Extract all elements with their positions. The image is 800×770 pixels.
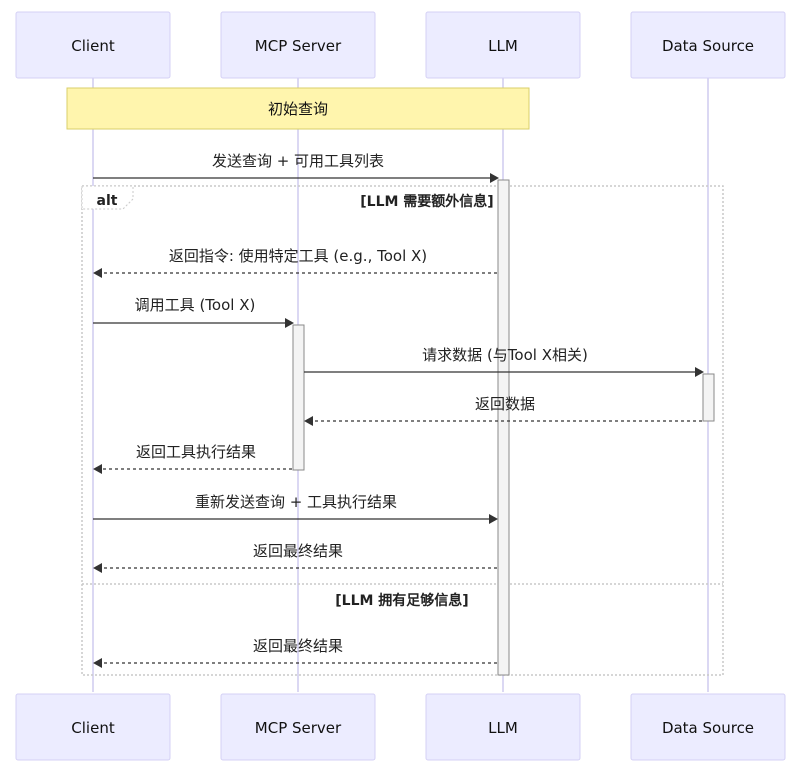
message-6-arrowhead [93,464,102,474]
message-5-label: 返回数据 [475,395,535,413]
message-8-arrowhead [93,563,102,573]
message-1: 发送查询 + 可用工具列表 [93,152,499,183]
message-1-arrowhead [490,173,499,183]
message-3-arrowhead [285,318,294,328]
message-2-arrowhead [93,268,102,278]
actor-llm-top: LLM [425,11,581,79]
actor-llm-top-label: LLM [488,37,518,55]
message-3-label: 调用工具 (Tool X) [135,296,256,314]
actor-client-top: Client [15,11,171,79]
actor-mcp-server-top: MCP Server [220,11,376,79]
message-2: 返回指令: 使用特定工具 (e.g., Tool X) [93,247,497,278]
message-9-label: 返回最终结果 [253,637,343,655]
message-7: 重新发送查询 + 工具执行结果 [93,493,498,524]
actor-client-bottom: Client [15,693,171,761]
message-4: 请求数据 (与Tool X相关) [304,346,704,377]
message-2-label: 返回指令: 使用特定工具 (e.g., Tool X) [169,247,427,265]
actor-data-source-bottom: Data Source [630,693,786,761]
alt-frame-border [81,185,724,676]
actor-mcp-server-bottom-label: MCP Server [255,719,342,737]
message-9-arrowhead [93,658,102,668]
actor-data-source-top: Data Source [630,11,786,79]
message-4-label: 请求数据 (与Tool X相关) [422,346,588,364]
alt-frame-keyword: alt [97,193,118,209]
message-9: 返回最终结果 [93,637,497,668]
actor-client-top-label: Client [71,37,115,55]
alt-condition-2: [LLM 拥有足够信息] [335,592,468,609]
message-4-arrowhead [695,367,704,377]
message-6: 返回工具执行结果 [93,443,292,474]
actor-llm-bottom-label: LLM [488,719,518,737]
actor-data-source-bottom-label: Data Source [662,719,754,737]
message-8: 返回最终结果 [93,542,497,573]
message-7-arrowhead [489,514,498,524]
message-5-arrowhead [304,416,313,426]
actor-mcp-server-bottom: MCP Server [220,693,376,761]
message-6-label: 返回工具执行结果 [136,443,256,461]
actor-mcp-server-top-label: MCP Server [255,37,342,55]
note-initial-query-label: 初始查询 [268,100,328,118]
activation-data-source [702,373,715,422]
actor-data-source-top-label: Data Source [662,37,754,55]
message-7-label: 重新发送查询 + 工具执行结果 [195,493,397,511]
alt-condition-1: [LLM 需要额外信息] [360,193,493,210]
activation-mcp-server [292,324,305,471]
activation-llm [497,179,510,676]
message-5: 返回数据 [304,395,702,426]
alt-frame-tab [81,185,134,210]
note-initial-query: 初始查询 [66,87,530,130]
actor-client-bottom-label: Client [71,719,115,737]
message-1-label: 发送查询 + 可用工具列表 [212,152,384,170]
message-8-label: 返回最终结果 [253,542,343,560]
actor-llm-bottom: LLM [425,693,581,761]
message-3: 调用工具 (Tool X) [93,296,294,328]
alt-frame: alt [LLM 需要额外信息] [LLM 拥有足够信息] [81,185,724,676]
